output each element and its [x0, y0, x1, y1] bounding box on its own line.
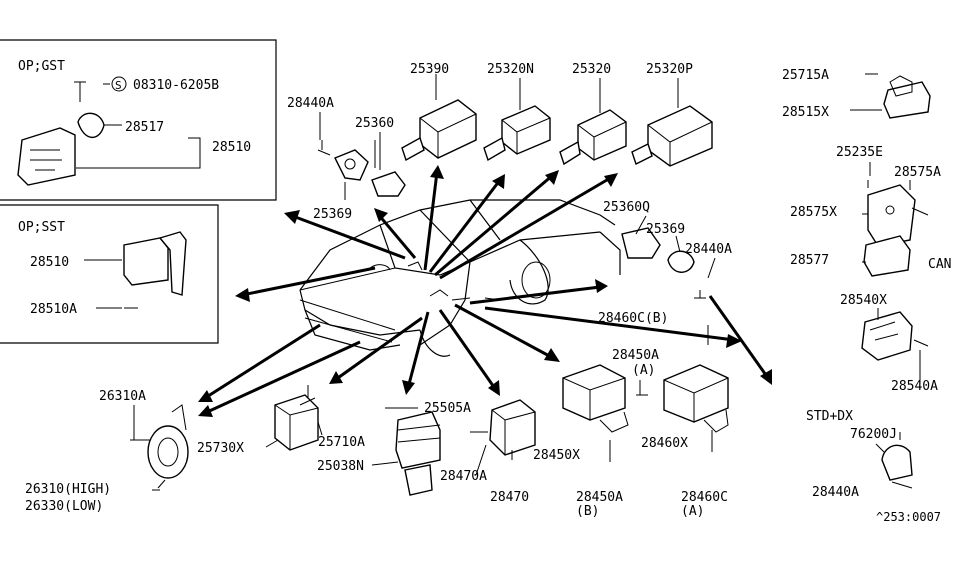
- label-28510-gst: 28510: [212, 140, 251, 155]
- sensor-25360: [371, 140, 406, 197]
- switch-25320n: [483, 105, 551, 162]
- label-28460c-a-sub: (A): [681, 504, 704, 519]
- inset-op-sst-title: OP;SST: [18, 220, 65, 235]
- label-28440a-2: 28440A: [685, 242, 732, 257]
- label-08310-6205b: 08310-6205B: [133, 78, 219, 93]
- inset-op-gst-title: OP;GST: [18, 59, 65, 74]
- label-26330: 26330(LOW): [25, 499, 103, 514]
- relay-28460x: [636, 325, 729, 452]
- switch-25390: [401, 99, 477, 162]
- label-diagram-code: ^253:0007: [876, 510, 941, 524]
- part-25038n: [395, 411, 441, 496]
- label-25360q: 25360Q: [603, 200, 650, 215]
- label-26310a: 26310A: [99, 389, 146, 404]
- sensor-25360q: [621, 227, 706, 299]
- gst-ring: [77, 112, 105, 139]
- label-28540a: 28540A: [891, 379, 938, 394]
- part-28575x: [867, 180, 929, 247]
- label-25715a: 25715A: [782, 68, 829, 83]
- label-25710a: 25710A: [318, 435, 365, 450]
- switch-25320: [559, 109, 627, 166]
- label-25235e: 25235E: [836, 145, 883, 160]
- label-25320p: 25320P: [646, 62, 693, 77]
- label-25505a: 25505A: [424, 401, 471, 416]
- label-26310: 26310(HIGH): [25, 482, 111, 497]
- label-25320n: 25320N: [487, 62, 534, 77]
- relay-28450x: [562, 364, 629, 462]
- label-28517: 28517: [125, 120, 164, 135]
- label-28460x: 28460X: [641, 436, 688, 451]
- label-28515x: 28515X: [782, 105, 829, 120]
- label-28440a-1: 28440A: [287, 96, 334, 111]
- truck-outline: [299, 199, 621, 357]
- label-28460c-a: 28460C: [681, 490, 728, 505]
- label-28577: 28577: [790, 253, 829, 268]
- label-28450x: 28450X: [533, 448, 580, 463]
- sst-relay: [123, 237, 169, 286]
- switch-25320p: [631, 105, 713, 167]
- part-28515x: [850, 73, 931, 119]
- label-25730x: 25730X: [197, 441, 244, 456]
- clip-25369-left: [317, 140, 369, 181]
- label-28575a: 28575A: [894, 165, 941, 180]
- label-leaders: [133, 74, 921, 491]
- small-screws: [317, 407, 418, 436]
- label-28440a-3: 28440A: [812, 485, 859, 500]
- part-28577: [863, 235, 911, 277]
- inset-op-sst: OP;SST 28510 28510A: [0, 204, 219, 344]
- label-28470a: 28470A: [440, 469, 487, 484]
- label-25369-2: 25369: [646, 222, 685, 237]
- label-28575x: 28575X: [790, 205, 837, 220]
- label-25360: 25360: [355, 116, 394, 131]
- label-28450a-a-sub: (A): [632, 363, 655, 378]
- label-std-dx: STD+DX: [806, 409, 853, 424]
- label-28460c-b: 28460C(B): [598, 311, 668, 326]
- label-25038n: 25038N: [317, 459, 364, 474]
- label-25320: 25320: [572, 62, 611, 77]
- gst-relay-bracket: [17, 127, 76, 186]
- leader-arrows: [198, 165, 772, 417]
- part-labels: 25390 25320N 25320 25320P 28440A 25360 2…: [25, 62, 951, 524]
- label-28510a-sst: 28510A: [30, 302, 77, 317]
- horn-26310: [130, 404, 189, 489]
- relay-28470: [470, 399, 536, 456]
- sst-bracket: [158, 231, 187, 296]
- inset-op-gst: OP;GST 08310-6205B 28517 28510 S: [0, 39, 277, 201]
- label-28450a-b: 28450A: [576, 490, 623, 505]
- symbol-s-circle: [111, 76, 127, 92]
- svg-text:S: S: [115, 79, 122, 92]
- relay-25730x: [274, 385, 319, 451]
- label-25390: 25390: [410, 62, 449, 77]
- label-28540x: 28540X: [840, 293, 887, 308]
- label-28470: 28470: [490, 490, 529, 505]
- label-76200j: 76200J: [850, 427, 897, 442]
- part-76200j: [881, 432, 913, 489]
- part-28540x: [861, 311, 929, 361]
- label-28450a-a: 28450A: [612, 348, 659, 363]
- label-28510-sst: 28510: [30, 255, 69, 270]
- label-can: CAN: [928, 257, 951, 272]
- label-25369-1: 25369: [313, 207, 352, 222]
- label-28450a-b-sub: (B): [576, 504, 599, 519]
